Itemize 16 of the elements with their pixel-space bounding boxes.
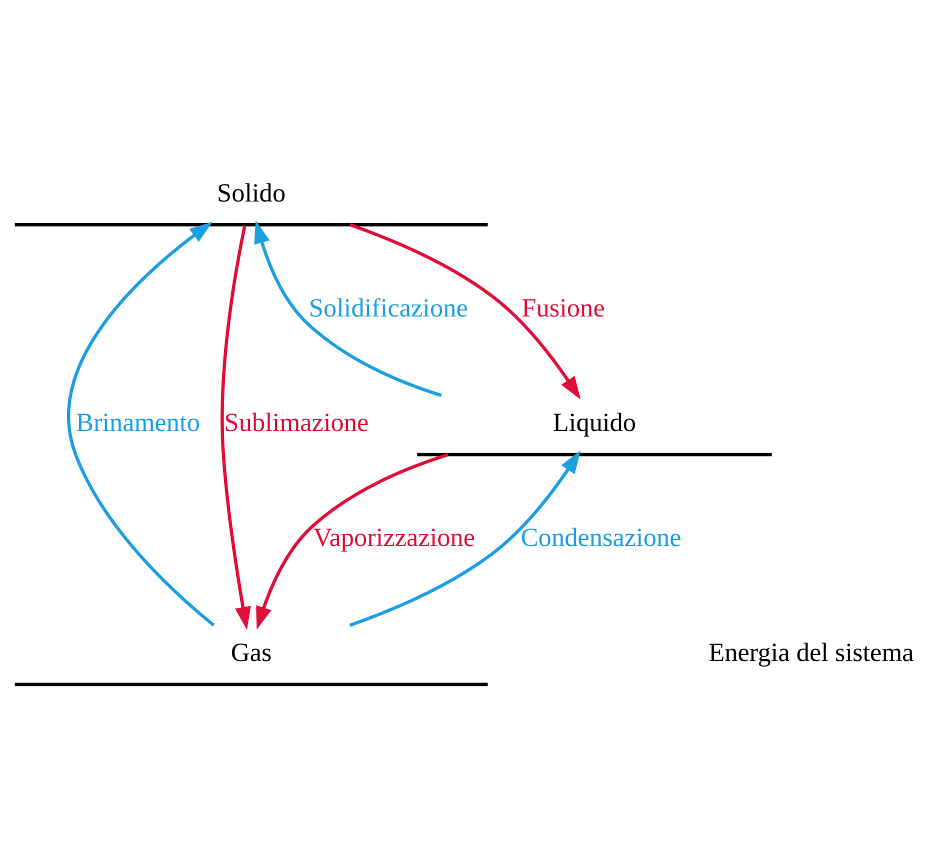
- edge-label: Sublimazione: [224, 408, 369, 437]
- edge-label: Condensazione: [520, 522, 682, 552]
- node-text: Gas: [230, 638, 272, 667]
- edge-label: Brinamento: [76, 408, 200, 437]
- arrow: [67, 221, 215, 626]
- edge-label: Solidificazione: [308, 292, 468, 322]
- arrow: [220, 224, 251, 630]
- arrow: [256, 452, 449, 630]
- node-text: Solido: [216, 178, 286, 207]
- edge-label: Fusione: [522, 292, 605, 322]
- node-text: Liquido: [552, 408, 636, 437]
- edge-label: Vaporizzazione: [313, 522, 476, 552]
- arrow: [349, 450, 581, 626]
- arrow: [254, 220, 442, 396]
- label: Energia del sistema: [708, 638, 914, 667]
- arrow: [349, 222, 581, 400]
